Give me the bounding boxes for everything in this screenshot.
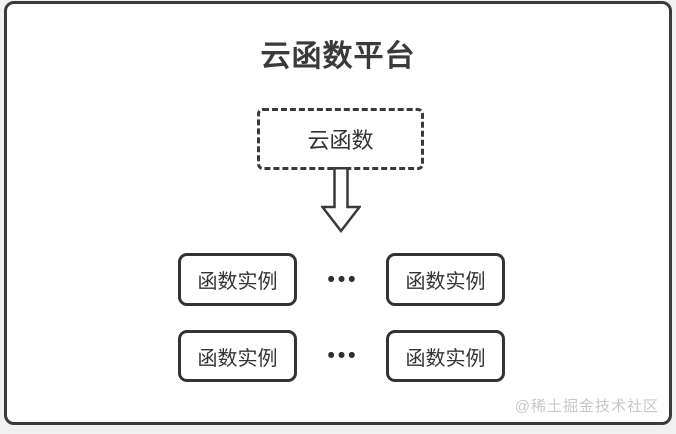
cloud-function-node: 云函数 xyxy=(257,108,424,170)
function-instance-node: 函数实例 xyxy=(178,253,297,306)
function-instance-label: 函数实例 xyxy=(405,271,486,293)
diagram-title: 云函数平台 xyxy=(260,40,416,73)
function-instance-label: 函数实例 xyxy=(197,347,278,370)
ellipsis: ••• xyxy=(327,344,359,367)
watermark: @稀土掘金技术社区 xyxy=(514,398,659,415)
down-arrow-icon xyxy=(321,167,361,233)
cloud-function-label: 云函数 xyxy=(307,128,374,153)
function-instance-node: 函数实例 xyxy=(386,253,505,306)
ellipsis: ••• xyxy=(327,267,359,291)
function-instance-label: 函数实例 xyxy=(197,271,278,293)
function-instance-label: 函数实例 xyxy=(405,347,486,370)
platform-frame: 云函数平台 云函数 函数实例 ••• 函数实例 函数实例 ••• 函数实例 @稀… xyxy=(4,1,672,425)
function-instance-node: 函数实例 xyxy=(178,330,297,382)
function-instance-node: 函数实例 xyxy=(386,330,505,382)
